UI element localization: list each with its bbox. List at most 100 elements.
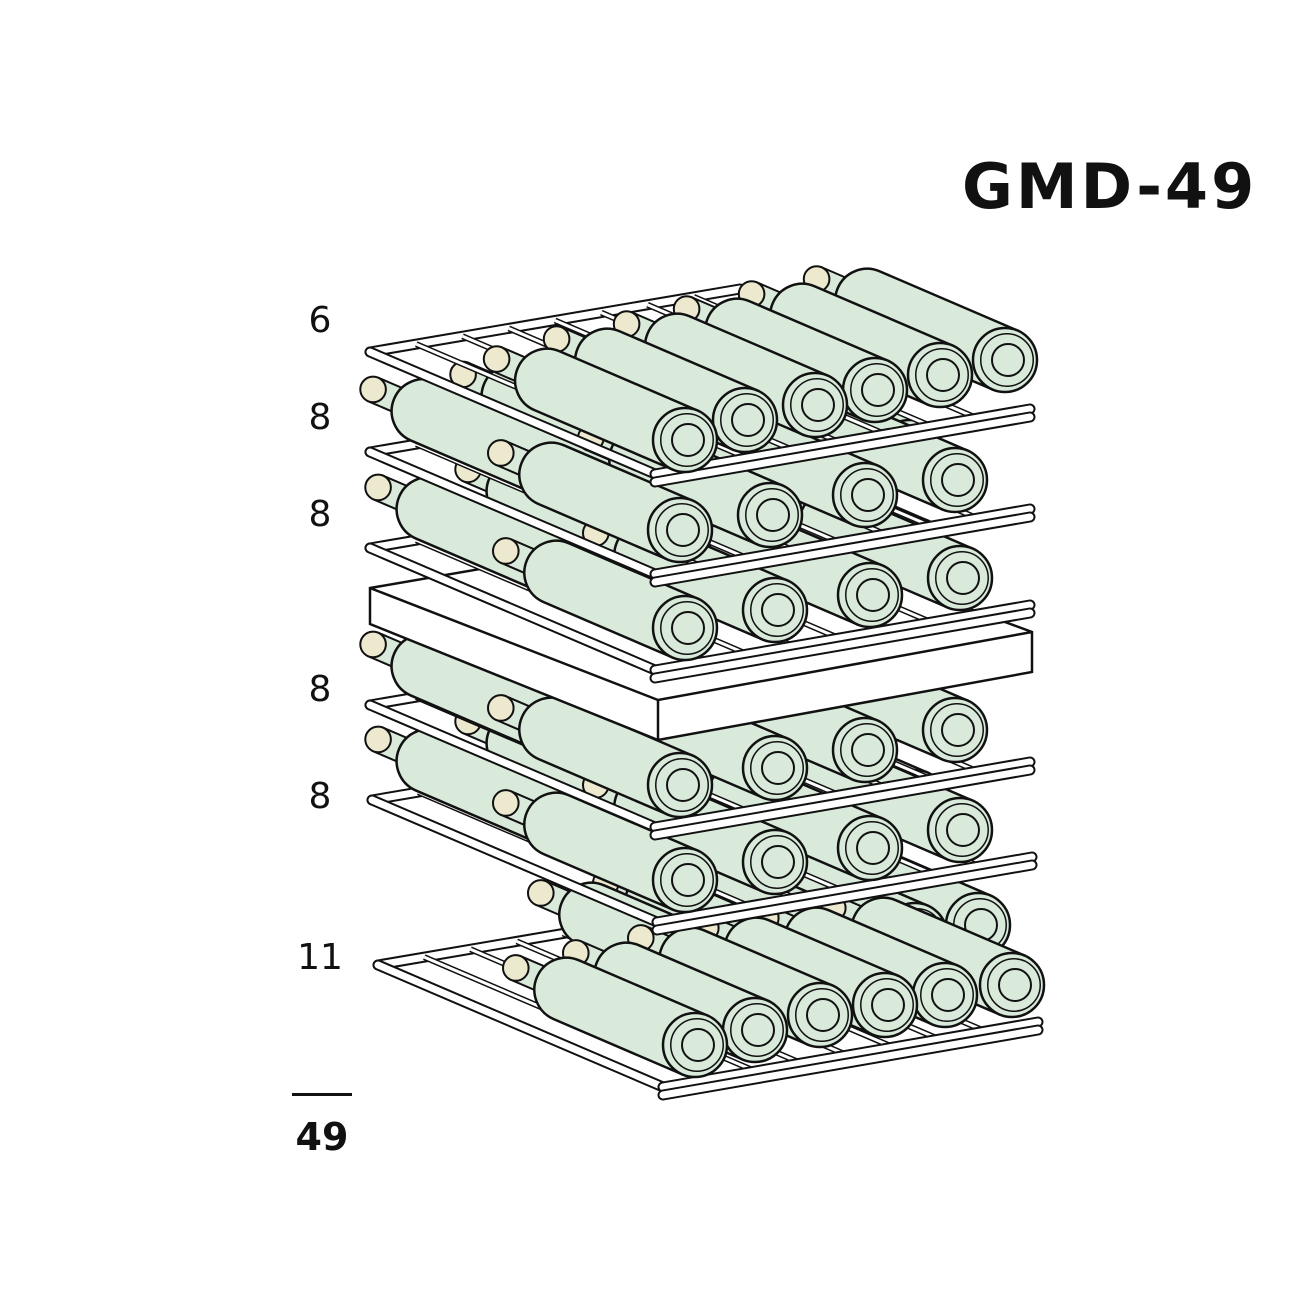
front-rail-lip (653, 861, 1036, 934)
bottle-base (741, 828, 809, 896)
total-count: 49 (295, 1115, 349, 1159)
front-rail-lip (651, 413, 1034, 486)
bottle-base (651, 406, 719, 474)
bottle-base (851, 971, 919, 1039)
bottle-base (786, 981, 854, 1049)
bottle-base-rim (720, 393, 774, 447)
bottle-base-rim (795, 988, 849, 1042)
bottle-punt (856, 578, 890, 612)
bottle-punt (671, 611, 705, 645)
bottle (612, 310, 849, 439)
bottle-base (971, 326, 1039, 394)
bottle-base-rim (915, 348, 969, 402)
bottle-base (836, 814, 904, 882)
bottle-punt (806, 998, 840, 1032)
bottle-base-rim (935, 551, 989, 605)
bottle (626, 924, 854, 1049)
bottle-punt (851, 733, 885, 767)
bottle-base (741, 576, 809, 644)
bottle-base (978, 951, 1046, 1019)
side-rail (366, 448, 659, 578)
bottle (482, 345, 719, 474)
bottle-base (921, 696, 989, 764)
bottle-base (711, 386, 779, 454)
bottle-cap (359, 375, 387, 404)
bottle-punt (761, 845, 795, 879)
bottle-base (646, 751, 714, 819)
bottle-punt (671, 423, 705, 457)
bottle-base (906, 341, 974, 409)
bottle-punt (681, 1028, 715, 1062)
bottle-punt (851, 478, 885, 512)
front-rail (651, 601, 1034, 674)
bottle-punt (801, 388, 835, 422)
bottle-base-rim (655, 758, 709, 812)
bottle-base (926, 544, 994, 612)
front-rail (659, 1018, 1042, 1091)
bottle-cap (486, 694, 515, 722)
bottle-base (831, 461, 899, 529)
bottle (491, 789, 719, 914)
bottle-base-rim (987, 958, 1041, 1012)
bottle-punt (761, 751, 795, 785)
model-title: GMD-49 (962, 150, 1258, 223)
bottle-punt (666, 768, 700, 802)
front-rail (651, 405, 1034, 478)
bottle-base (831, 716, 899, 784)
bottle-base (921, 446, 989, 514)
bottle-cap (364, 473, 392, 502)
bottle-cap (491, 789, 520, 817)
bottle (542, 325, 779, 454)
bottle-base-rim (850, 363, 904, 417)
bottle-punt (861, 373, 895, 407)
front-rail-lip (651, 609, 1034, 682)
bottle-base (781, 371, 849, 439)
front-rail (651, 758, 1034, 831)
shelf-4-count: 8 (308, 669, 332, 710)
bottle-base-rim (860, 978, 914, 1032)
bottle-base-rim (660, 601, 714, 655)
bottle-base-rim (930, 453, 984, 507)
bottle-base-rim (750, 741, 804, 795)
side-rail (374, 961, 667, 1091)
bottle-punt (926, 358, 960, 392)
bottle-base (651, 594, 719, 662)
bottle-punt (856, 831, 890, 865)
bottle-base-rim (750, 583, 804, 637)
bottle-cap (486, 439, 515, 467)
bottle-punt (761, 593, 795, 627)
bottle-punt (871, 988, 905, 1022)
bottle-base (741, 734, 809, 802)
bottle-base (736, 481, 804, 549)
bottle-base-rim (745, 488, 799, 542)
bottle-base-rim (655, 503, 709, 557)
shelf-6-count: 11 (297, 937, 343, 978)
bottle-base-rim (930, 703, 984, 757)
bottle-base (651, 846, 719, 914)
side-rail (368, 796, 661, 926)
bottle-punt (741, 1013, 775, 1047)
bottle-base-rim (845, 568, 899, 622)
shelf-1 (364, 265, 1039, 488)
side-rail (366, 701, 659, 831)
bottle-cap (491, 537, 520, 565)
bottle-base-rim (935, 803, 989, 857)
front-rail (651, 505, 1034, 578)
bottle-base-rim (660, 853, 714, 907)
bottle-base (836, 561, 904, 629)
bottle-base-rim (730, 1003, 784, 1057)
bottle-base-rim (980, 333, 1034, 387)
bottle-cap (359, 630, 387, 659)
shelf-2-count: 8 (308, 397, 332, 438)
bottle (501, 954, 729, 1079)
bottle-punt (756, 498, 790, 532)
bottle-base-rim (840, 723, 894, 777)
bottle (491, 537, 719, 662)
bottle-base-rim (845, 821, 899, 875)
bottle-base (911, 961, 979, 1029)
bottle (486, 439, 714, 564)
bottle-base-rim (660, 413, 714, 467)
shelf-3-count: 8 (308, 494, 332, 535)
